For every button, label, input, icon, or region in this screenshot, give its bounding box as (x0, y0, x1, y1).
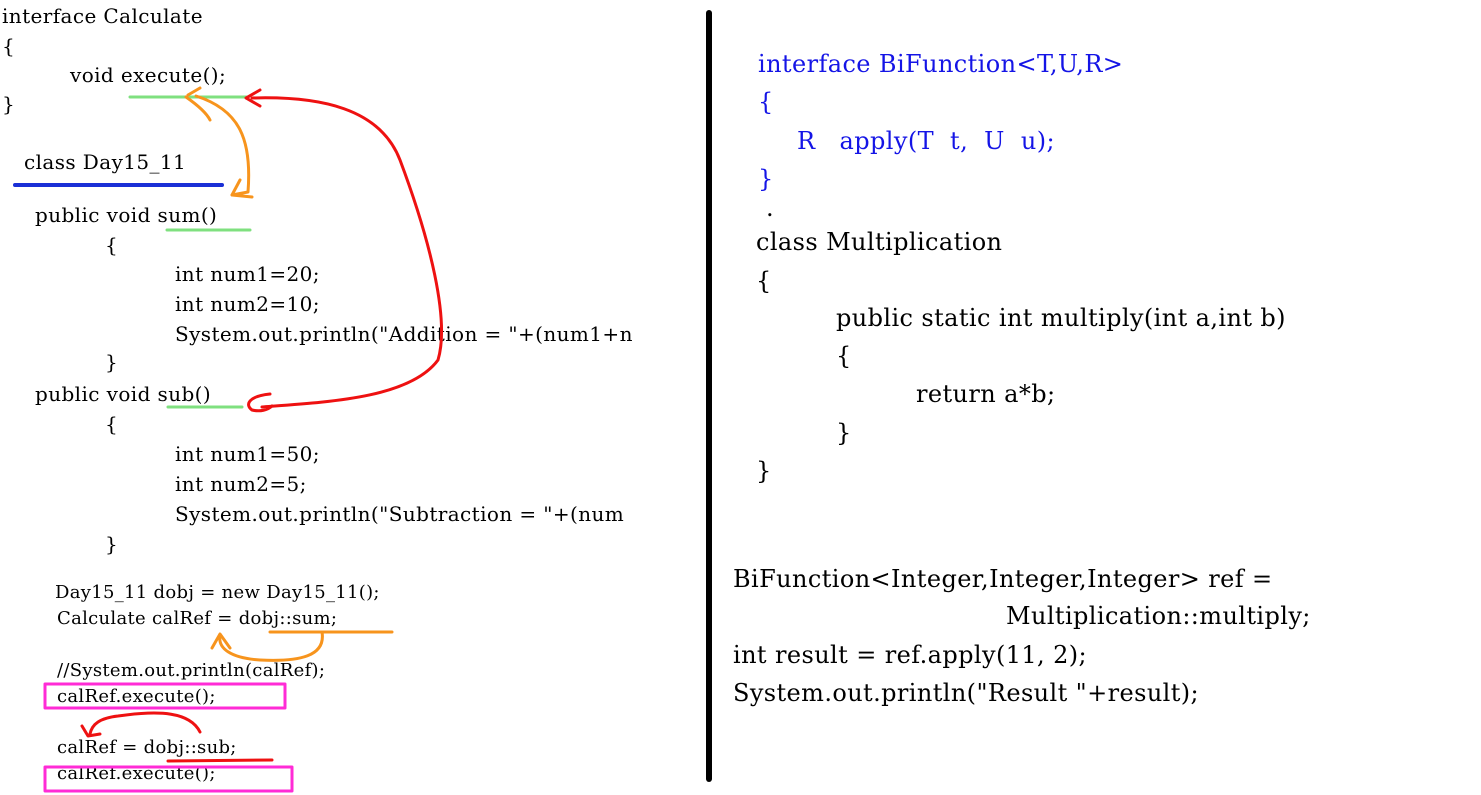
orange-arrowhead-sum (230, 178, 254, 199)
interface-calculate-line: interface Calculate (2, 4, 203, 28)
red-arrowhead-execute (244, 88, 262, 108)
orange-scribble-execute (184, 86, 212, 122)
multiply-close-brace: } (836, 419, 852, 447)
bifunction-close-brace: } (758, 165, 774, 193)
multiplication-open-brace: { (756, 267, 772, 295)
stray-dot: . (766, 194, 775, 222)
highlight-box-second-execute (43, 765, 294, 793)
class-multiplication-line: class Multiplication (756, 228, 1003, 256)
calref-sum-assignment: Calculate calRef = dobj::sum; (57, 608, 338, 629)
sum-open-brace: { (105, 233, 119, 257)
bifunction-ref-declaration: BiFunction<Integer,Integer,Integer> ref … (733, 565, 1273, 593)
calref-sub-assignment: calRef = dobj::sub; (57, 737, 237, 758)
second-execute-call: calRef.execute(); (57, 763, 216, 784)
sum-close-brace: } (105, 350, 119, 374)
interface-close-brace: } (2, 92, 16, 116)
sum-println-line: System.out.println("Addition = "+(num1+n (175, 322, 633, 346)
orange-loop-dobj-sum (218, 630, 324, 662)
execute-declaration: void execute(); (70, 63, 227, 87)
first-execute-call: calRef.execute(); (57, 686, 216, 707)
sub-num2-line: int num2=5; (175, 472, 307, 496)
bifunction-open-brace: { (758, 88, 774, 116)
multiplication-close-brace: } (756, 457, 772, 485)
red-arrowhead-sub (247, 392, 274, 413)
sub-method-signature: public void sub() (35, 382, 212, 406)
commented-println-line: //System.out.println(calRef); (57, 660, 326, 681)
class-day15-header: class Day15_11 (24, 150, 187, 174)
red-arrow-sub-to-execute (250, 96, 444, 409)
orange-arrowhead-calref (210, 632, 232, 650)
sub-open-brace: { (105, 412, 119, 436)
sub-num1-line: int num1=50; (175, 442, 320, 466)
red-underline-dobj-sub (166, 758, 274, 763)
apply-call-line: int result = ref.apply(11, 2); (733, 641, 1088, 669)
sum-method-signature: public void sum() (35, 203, 218, 227)
interface-open-brace: { (2, 34, 16, 58)
sum-num1-line: int num1=20; (175, 262, 320, 286)
red-arrowhead-calref-sub (80, 724, 102, 738)
red-arrow-calref-sub (88, 711, 202, 736)
orange-arrow-execute-to-sum (194, 94, 251, 197)
dobj-instantiation-line: Day15_11 dobj = new Day15_11(); (55, 582, 380, 603)
return-statement: return a*b; (916, 380, 1056, 408)
method-reference-multiply: Multiplication::multiply; (1006, 602, 1311, 630)
println-result-line: System.out.println("Result "+result); (733, 679, 1200, 707)
apply-declaration: R apply(T t, U u); (797, 127, 1055, 155)
multiply-method-signature: public static int multiply(int a,int b) (836, 304, 1286, 332)
multiply-open-brace: { (836, 342, 852, 370)
highlight-box-first-execute (43, 682, 287, 710)
sub-close-brace: } (105, 532, 119, 556)
sub-println-line: System.out.println("Subtraction = "+(num (175, 502, 625, 526)
bifunction-interface-line: interface BiFunction<T,U,R> (758, 50, 1124, 78)
panel-divider (706, 10, 712, 782)
sum-num2-line: int num2=10; (175, 292, 320, 316)
